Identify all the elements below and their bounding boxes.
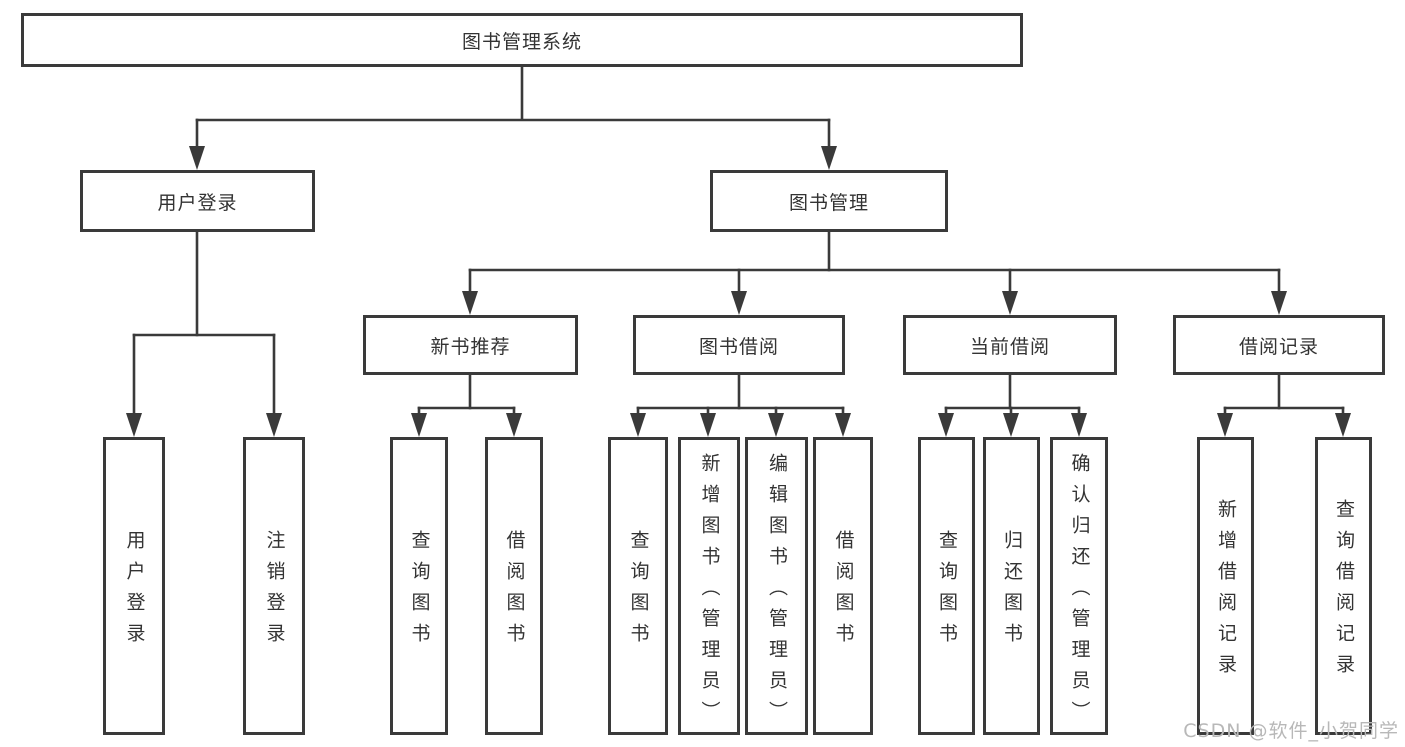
leaf-node: 确认归还（管理员） — [1050, 437, 1108, 735]
node-book-borrow: 图书借阅 — [633, 315, 845, 375]
leaf-label: 新增图书（管理员） — [698, 452, 721, 732]
leaf-label: 归还图书 — [1001, 530, 1023, 654]
leaf-node: 用户登录 — [103, 437, 165, 735]
leaf-node: 查询借阅记录 — [1315, 437, 1372, 735]
node-root-system: 图书管理系统 — [21, 13, 1023, 67]
node-label: 新书推荐 — [430, 335, 511, 358]
node-label: 图书管理系统 — [461, 30, 582, 53]
node-current-borrow: 当前借阅 — [903, 315, 1117, 375]
leaf-label: 查询图书 — [627, 530, 650, 654]
leaf-label: 查询图书 — [936, 530, 958, 654]
leaf-node: 新增借阅记录 — [1197, 437, 1254, 735]
node-book-management: 图书管理 — [710, 170, 948, 232]
leaf-label: 借阅图书 — [832, 530, 855, 654]
leaf-node: 查询图书 — [918, 437, 975, 735]
node-user-login: 用户登录 — [80, 170, 315, 232]
leaf-node: 编辑图书（管理员） — [745, 437, 808, 735]
leaf-label: 编辑图书（管理员） — [766, 452, 788, 732]
node-label: 借阅记录 — [1238, 335, 1319, 358]
arrowheads — [126, 146, 1351, 437]
node-label: 图书借阅 — [698, 335, 779, 358]
csdn-watermark: CSDN @软件_小贺同学 — [1183, 720, 1399, 742]
node-label: 当前借阅 — [969, 335, 1050, 358]
leaf-node: 注销登录 — [243, 437, 305, 735]
leaf-node: 借阅图书 — [485, 437, 543, 735]
leaf-label: 确认归还（管理员） — [1068, 452, 1091, 732]
leaf-label: 注销登录 — [263, 530, 286, 654]
leaf-label: 查询图书 — [408, 530, 431, 654]
leaf-label: 用户登录 — [123, 530, 146, 654]
leaf-label: 新增借阅记录 — [1215, 499, 1237, 685]
leaf-node: 查询图书 — [390, 437, 448, 735]
leaf-label: 查询借阅记录 — [1333, 499, 1355, 685]
leaf-node: 查询图书 — [608, 437, 668, 735]
leaf-node: 新增图书（管理员） — [678, 437, 740, 735]
leaf-label: 借阅图书 — [503, 530, 526, 654]
node-label: 用户登录 — [157, 191, 238, 214]
leaf-node: 归还图书 — [983, 437, 1040, 735]
node-borrow-record: 借阅记录 — [1173, 315, 1385, 375]
node-new-book-recommend: 新书推荐 — [363, 315, 578, 375]
node-label: 图书管理 — [788, 191, 869, 214]
leaf-node: 借阅图书 — [813, 437, 873, 735]
